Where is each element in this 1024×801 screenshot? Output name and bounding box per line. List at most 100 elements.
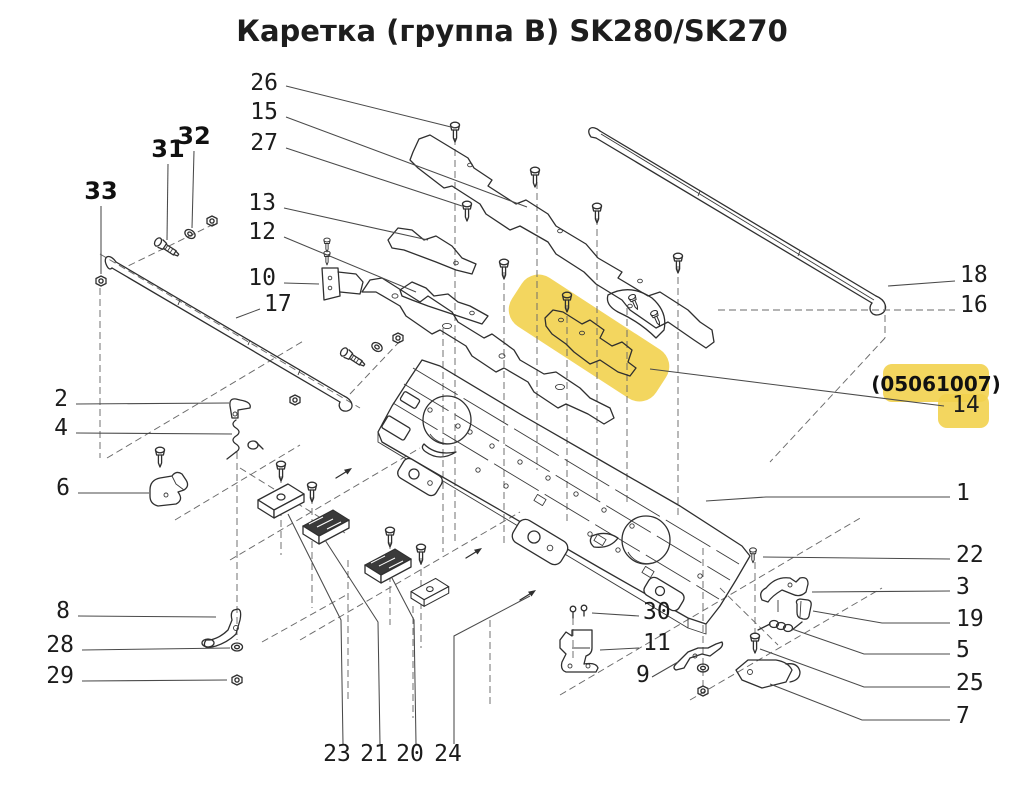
- parts-linework: [95, 121, 887, 697]
- part-12-plate: [399, 281, 489, 325]
- leader-line-14: [649, 368, 945, 407]
- callout-label-3: 3: [956, 574, 970, 600]
- callout-label-5: 5: [956, 637, 970, 663]
- part-19-cap: [795, 598, 812, 620]
- callout-label-22: 22: [956, 542, 984, 568]
- part-23-block: [257, 483, 305, 519]
- callout-label-10: 10: [248, 265, 276, 291]
- callout-label-6: 6: [56, 475, 70, 501]
- callout-label-29: 29: [46, 663, 74, 689]
- part-3-bracket: [760, 576, 809, 612]
- part-5-spring-lever: [757, 619, 803, 633]
- callout-label-21: 21: [360, 741, 388, 767]
- leader-line-15: [285, 116, 528, 208]
- part-6-bracket: [149, 446, 189, 507]
- part-number-badge: (05061007): [871, 372, 1001, 396]
- part-11-bracket: [559, 629, 599, 673]
- part-20-block: [364, 548, 412, 584]
- callout-label-9: 9: [636, 662, 650, 688]
- callout-label-8: 8: [56, 598, 70, 624]
- leader-line-11: [599, 647, 640, 651]
- part-8-bracket: [201, 608, 244, 686]
- callout-label-13: 13: [248, 190, 276, 216]
- leader-line-27: [285, 147, 463, 207]
- part-13-plate: [387, 227, 477, 275]
- leader-line-31: [166, 163, 169, 241]
- callout-label-20: 20: [396, 741, 424, 767]
- callout-label-14: 14: [952, 392, 980, 418]
- leader-line-29: [81, 679, 228, 682]
- callout-label-1: 1: [956, 480, 970, 506]
- leader-line-5: [791, 628, 950, 655]
- leader-line-3: [811, 590, 951, 593]
- part-21-block: [302, 509, 350, 545]
- callout-label-30: 30: [643, 599, 671, 625]
- screws: [275, 121, 761, 654]
- highlight-part-number-badge: [883, 364, 989, 402]
- callout-label-4: 4: [54, 415, 68, 441]
- callout-label-23: 23: [323, 741, 351, 767]
- leader-line-28: [81, 647, 231, 651]
- part-30-pins: [569, 604, 588, 619]
- plate-holes: [427, 407, 703, 579]
- callout-label-2: 2: [54, 386, 68, 412]
- leader-line-18: [887, 280, 956, 287]
- highlight-label-14-tab: [938, 394, 989, 428]
- leader-line-20: [391, 577, 417, 745]
- callout-label-24: 24: [434, 741, 462, 767]
- highlight-part-14: [508, 274, 670, 402]
- callout-label-25: 25: [956, 670, 984, 696]
- leader-line-1: [705, 496, 950, 502]
- leader-line-17: [235, 308, 261, 319]
- part-18-rail: [588, 127, 887, 316]
- callout-label-16: 16: [960, 292, 988, 318]
- construction-lines: [99, 138, 886, 718]
- highlight-layer: [508, 274, 989, 428]
- leader-line-4: [75, 432, 233, 435]
- leader-line-9: [651, 661, 679, 678]
- leader-line-32: [191, 150, 195, 229]
- curved-bracket: [606, 289, 666, 339]
- callout-label-32: 32: [177, 122, 210, 150]
- leader-line-8: [77, 615, 217, 618]
- leader-line-12: [283, 236, 417, 293]
- callout-label-12: 12: [248, 219, 276, 245]
- callout-label-19: 19: [956, 606, 984, 632]
- part-2-lever-and-4-spring: [226, 398, 264, 460]
- page-title: Каретка (группа B) SK280/SK270: [236, 14, 788, 48]
- part-1-base-plate: [377, 359, 751, 635]
- callout-label-17: 17: [264, 291, 292, 317]
- part-14-strip: [544, 309, 637, 377]
- leader-line-10: [283, 282, 320, 285]
- leader-line-24: [453, 595, 531, 744]
- callout-label-31: 31: [151, 135, 184, 163]
- leader-line-25: [759, 648, 950, 688]
- leader-line-13: [283, 207, 429, 241]
- part-13-hole: [453, 260, 459, 266]
- leader-line-30: [591, 612, 640, 617]
- leader-line-19: [812, 610, 950, 624]
- part-7-bracket: [735, 659, 801, 689]
- callout-label-11: 11: [643, 630, 671, 656]
- callout-label-18: 18: [960, 262, 988, 288]
- part-10-bracket: [321, 237, 364, 301]
- callout-label-28: 28: [46, 632, 74, 658]
- part-24-block: [410, 577, 450, 607]
- leader-line-7: [769, 683, 950, 721]
- part-15-bar: [409, 134, 715, 349]
- callout-label-15: 15: [250, 99, 278, 125]
- leader-line-22: [762, 556, 951, 560]
- part-17-rail: [104, 255, 353, 412]
- leader-line-23: [287, 513, 344, 745]
- leader-line-2: [75, 402, 230, 405]
- callout-label-26: 26: [250, 70, 278, 96]
- leader-line-21: [324, 539, 381, 745]
- callout-label-7: 7: [956, 703, 970, 729]
- callout-label-33: 33: [84, 177, 117, 205]
- part-9-bracket: [673, 641, 724, 697]
- part-12-hole: [469, 310, 475, 316]
- leader-line-26: [285, 85, 456, 129]
